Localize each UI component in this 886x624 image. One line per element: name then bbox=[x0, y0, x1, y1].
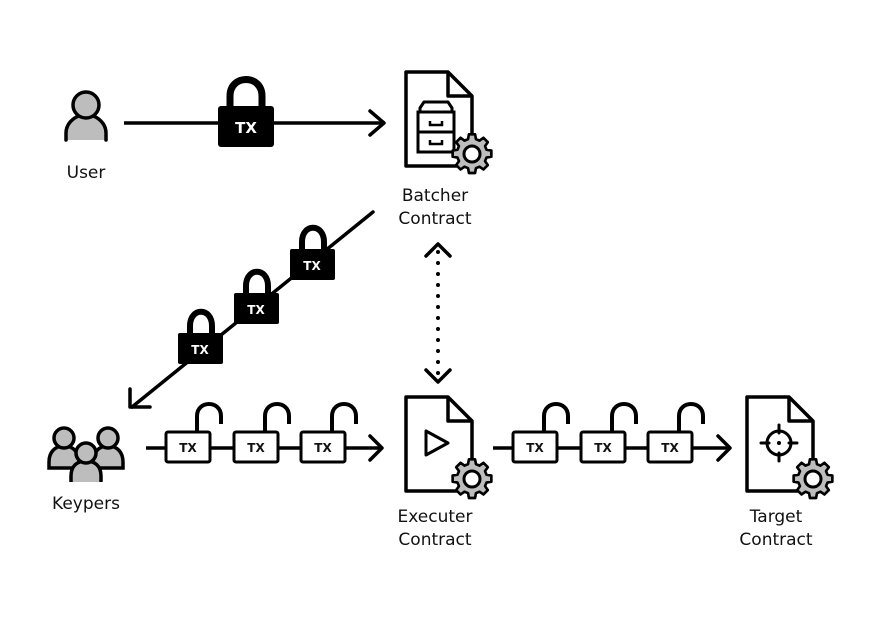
user-icon bbox=[64, 90, 108, 142]
executer-label-line2: Contract bbox=[398, 530, 471, 550]
edge-keypers-to-executer: TX TX TX bbox=[146, 402, 384, 464]
tx-label: TX bbox=[526, 441, 544, 455]
edge-executer-to-target: TX TX TX bbox=[493, 402, 732, 464]
unlocked-tx-icon: TX bbox=[299, 402, 358, 464]
keypers-label: Keypers bbox=[52, 494, 120, 514]
edge-user-to-batcher: TX bbox=[124, 76, 386, 147]
tx-label: TX bbox=[179, 441, 197, 455]
batcher-label-line1: Batcher bbox=[402, 186, 468, 206]
unlocked-tx-icon: TX bbox=[232, 402, 291, 464]
group-icon bbox=[47, 426, 125, 482]
user-node[interactable]: User bbox=[64, 90, 108, 183]
unlocked-tx-icon: TX bbox=[164, 402, 223, 464]
keypers-node[interactable]: Keypers bbox=[47, 426, 125, 514]
edge-batcher-executer-dotted bbox=[424, 242, 452, 384]
locked-tx-icon: TX bbox=[234, 268, 279, 324]
unlocked-tx-icon: TX bbox=[511, 402, 570, 464]
locked-tx-icon: TX bbox=[218, 76, 274, 147]
contract-crosshair-gear-icon bbox=[745, 395, 834, 500]
executer-label-line1: Executer bbox=[398, 507, 473, 527]
unlocked-tx-icon: TX bbox=[646, 402, 705, 464]
locked-tx-icon: TX bbox=[290, 224, 335, 280]
tx-label: TX bbox=[247, 303, 265, 317]
contract-play-gear-icon bbox=[404, 395, 493, 500]
edge-batcher-to-keypers: TX TX TX bbox=[128, 210, 375, 409]
batcher-label-line2: Contract bbox=[398, 209, 471, 229]
target-label-line2: Contract bbox=[739, 530, 812, 550]
target-label-line1: Target bbox=[749, 507, 803, 527]
contract-cabinet-gear-icon bbox=[404, 70, 493, 175]
tx-label: TX bbox=[314, 441, 332, 455]
locked-tx-icon: TX bbox=[178, 308, 223, 364]
tx-label: TX bbox=[303, 259, 321, 273]
tx-label: TX bbox=[247, 441, 265, 455]
tx-label: TX bbox=[191, 343, 209, 357]
executer-contract-node[interactable]: Executer Contract bbox=[398, 395, 493, 550]
tx-label: TX bbox=[661, 441, 679, 455]
tx-label: TX bbox=[235, 119, 257, 137]
target-contract-node[interactable]: Target Contract bbox=[739, 395, 834, 550]
unlocked-tx-icon: TX bbox=[579, 402, 638, 464]
user-label: User bbox=[67, 163, 106, 183]
tx-label: TX bbox=[594, 441, 612, 455]
batcher-contract-node[interactable]: Batcher Contract bbox=[398, 70, 493, 229]
